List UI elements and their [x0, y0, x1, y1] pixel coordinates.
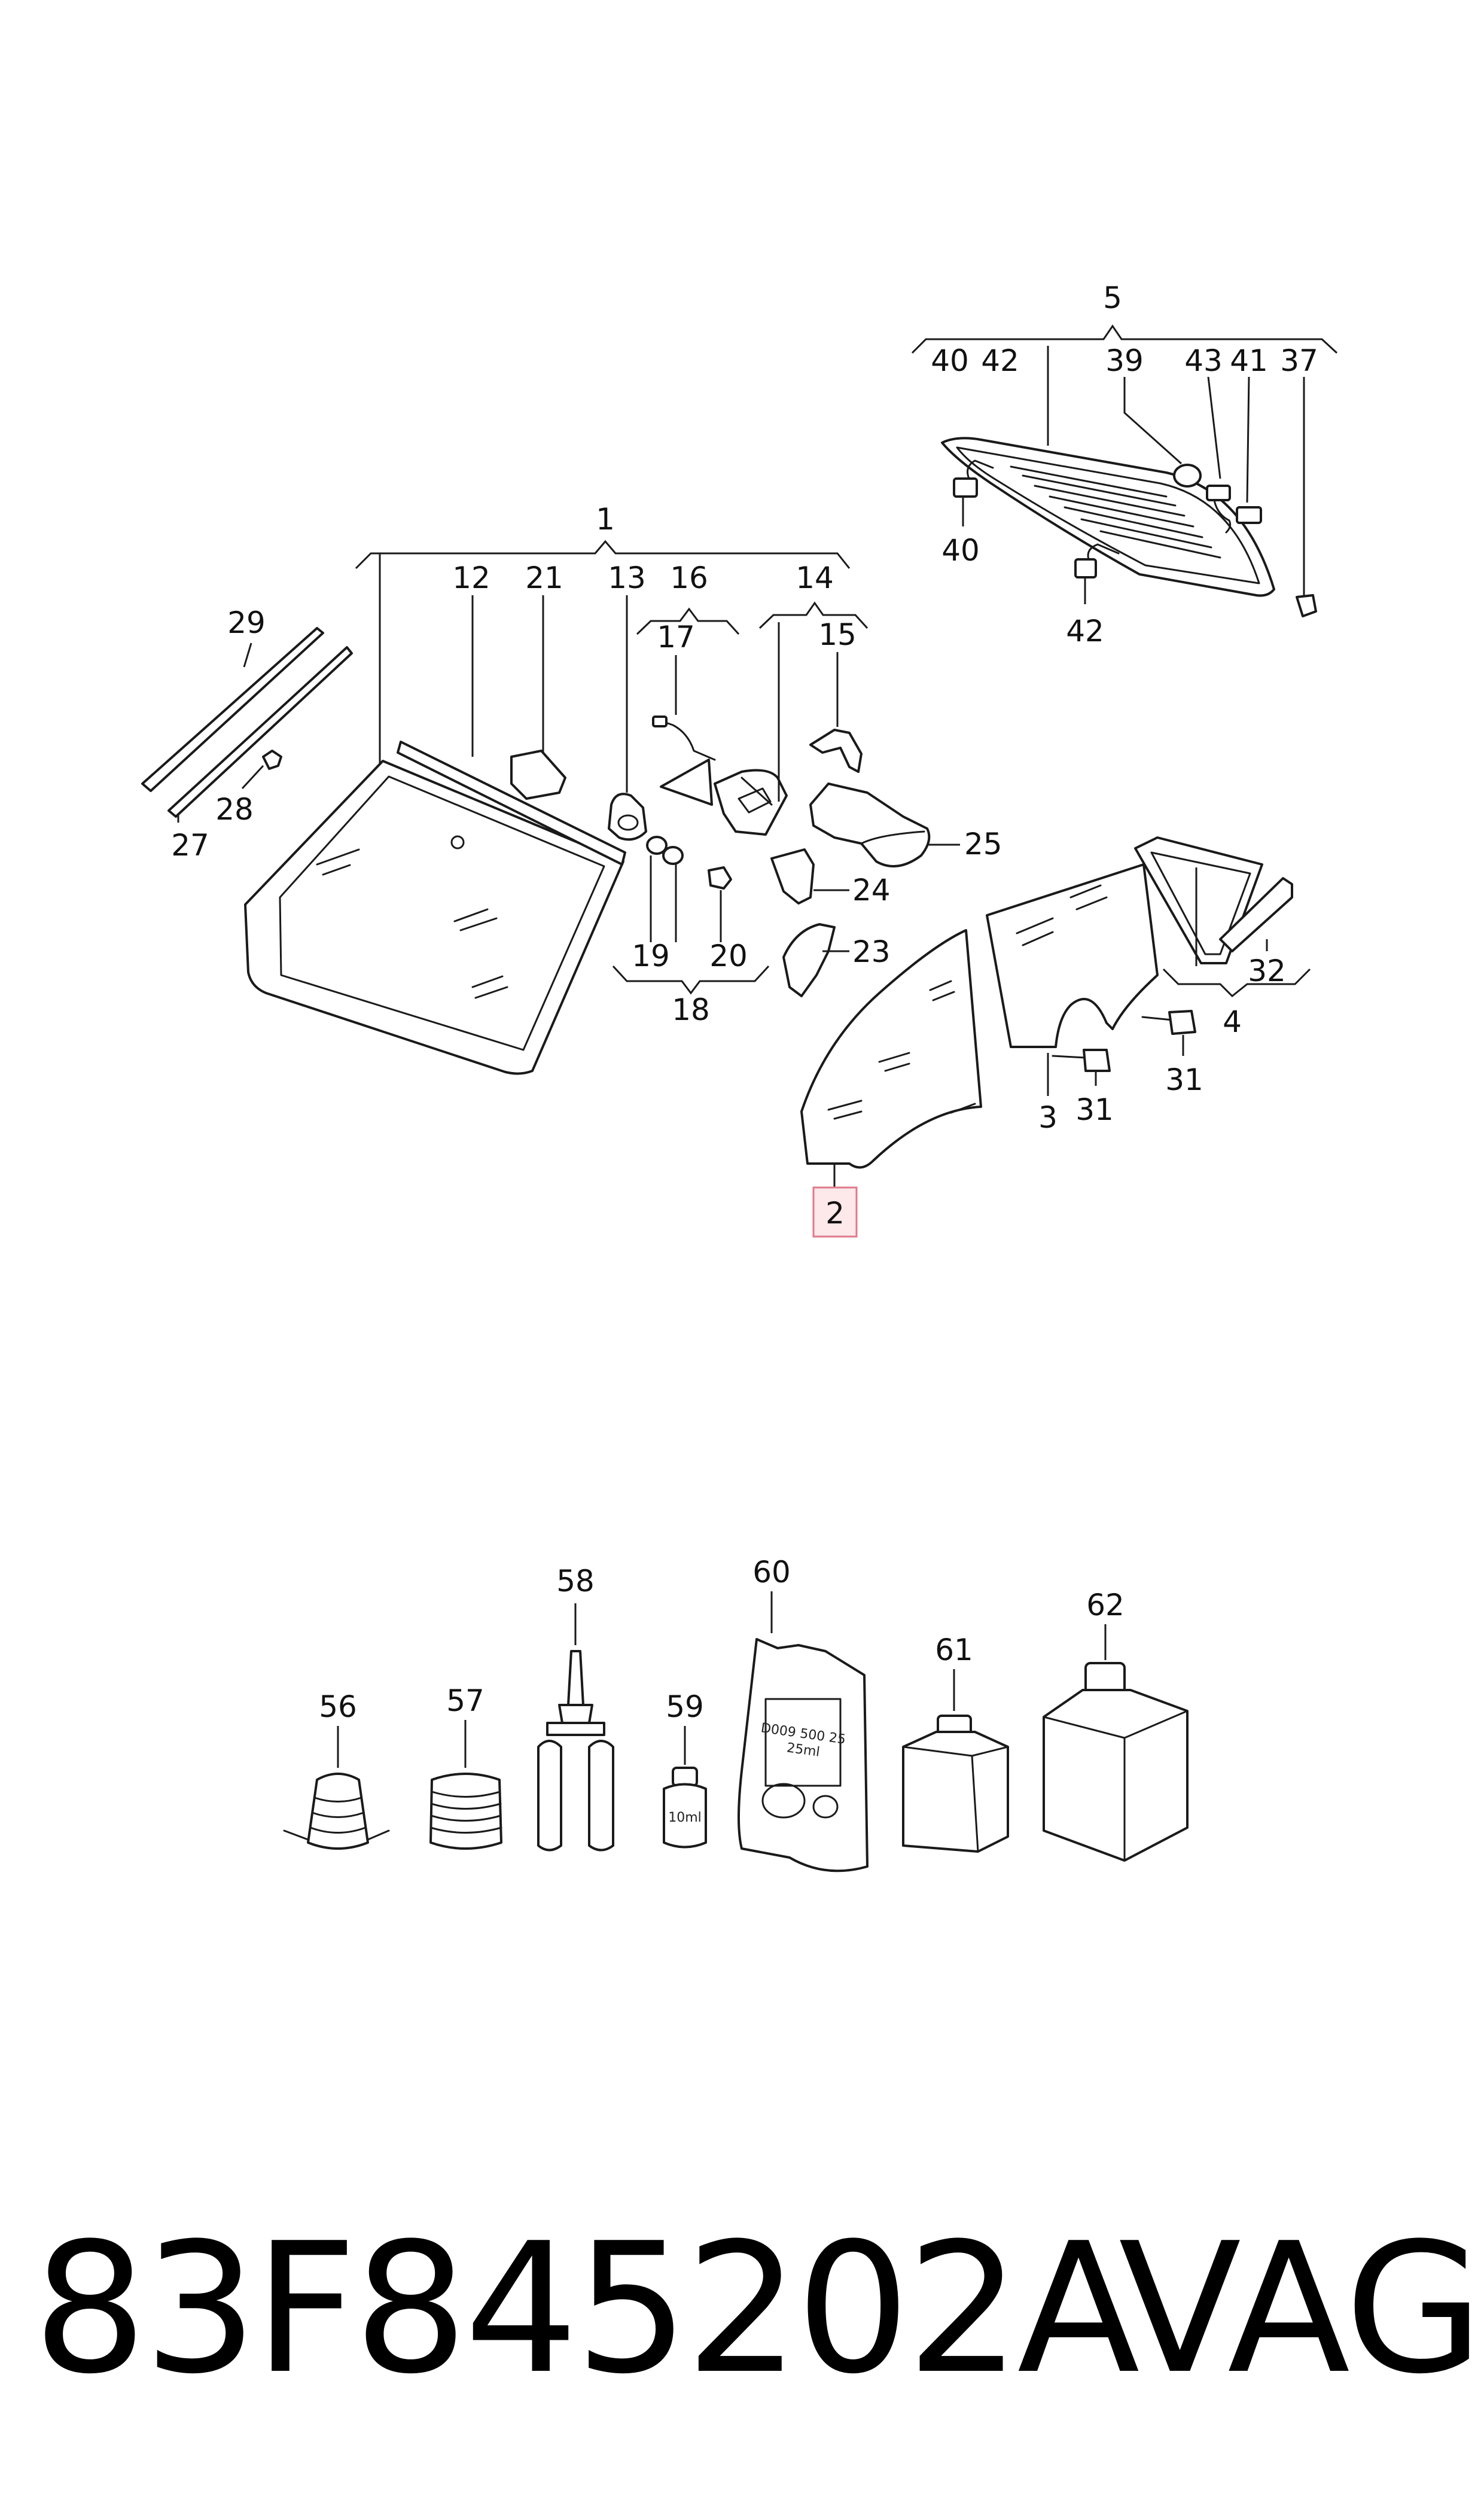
label-43[interactable]: 43 [1184, 343, 1223, 378]
windscreen-glass[interactable] [244, 760, 624, 1075]
pin-31b[interactable] [1168, 1010, 1196, 1035]
label-40-bottom[interactable]: 40 [941, 533, 980, 568]
cover-25[interactable] [809, 783, 931, 867]
label-13[interactable]: 13 [608, 561, 646, 595]
label-16[interactable]: 16 [670, 561, 708, 595]
label-27[interactable]: 27 [171, 828, 209, 863]
sensor-16a[interactable] [660, 759, 713, 806]
footer: 83F845202A VAG [0, 2202, 1484, 2417]
sensor-cable-17[interactable] [660, 720, 716, 761]
label-32[interactable]: 32 [1248, 954, 1286, 988]
label-61[interactable]: 61 [935, 1633, 973, 1667]
rear-door-glass-3[interactable] [986, 863, 1159, 1048]
seal-32[interactable] [1219, 877, 1293, 952]
label-59[interactable]: 59 [666, 1689, 704, 1724]
label-41[interactable]: 41 [1230, 343, 1268, 378]
clip-28[interactable] [262, 750, 282, 770]
front-door-glass-group: 2 [800, 929, 982, 1238]
label-19[interactable]: 19 [632, 939, 670, 973]
bracket-16 [636, 607, 740, 635]
cover-21[interactable] [510, 750, 566, 800]
pin-31a[interactable] [1083, 1049, 1111, 1072]
label-31b[interactable]: 31 [1165, 1062, 1203, 1097]
ring-19[interactable] [646, 836, 668, 855]
parts-diagram: 5 40 42 39 43 41 37 40 42 [141, 281, 1338, 1872]
label-14[interactable]: 14 [796, 561, 834, 595]
bottle-59[interactable] [663, 1783, 707, 1849]
label-39[interactable]: 39 [1105, 343, 1144, 378]
label-31a[interactable]: 31 [1075, 1092, 1114, 1127]
label-18[interactable]: 18 [672, 992, 710, 1027]
label-12[interactable]: 12 [452, 561, 490, 595]
label-21[interactable]: 21 [525, 561, 563, 595]
trim-strip-27[interactable] [167, 646, 353, 818]
label-60[interactable]: 60 [752, 1555, 791, 1590]
holder-20[interactable] [708, 866, 732, 890]
label-17[interactable]: 17 [657, 620, 695, 654]
bracket-18 [612, 965, 770, 995]
nozzle-58[interactable] [567, 1650, 584, 1706]
spiral-57[interactable] [429, 1773, 502, 1850]
cap-62[interactable] [1084, 1662, 1126, 1694]
label-29[interactable]: 29 [227, 605, 266, 640]
windscreen-inner [279, 775, 605, 1051]
label-25[interactable]: 25 [964, 827, 1002, 861]
brand-name: VAG [1119, 2205, 1483, 2413]
label-1[interactable]: 1 [596, 502, 615, 537]
label-62[interactable]: 62 [1086, 1588, 1125, 1622]
bracket-14 [758, 601, 869, 629]
clip-37[interactable] [1296, 594, 1317, 617]
label-2[interactable]: 2 [825, 1196, 845, 1231]
connector-43[interactable] [1206, 485, 1231, 501]
seal-strip-12[interactable] [397, 741, 626, 866]
label-42-top[interactable]: 42 [981, 343, 1019, 378]
bracket-4 [1162, 968, 1311, 998]
part-number: 83F845202A [33, 2205, 1140, 2413]
connector-42[interactable] [1074, 558, 1097, 578]
highlight-box-2 [812, 1186, 858, 1238]
label-42-bottom[interactable]: 42 [1066, 614, 1104, 648]
bottle-61[interactable] [902, 1731, 1009, 1853]
label-56[interactable]: 56 [319, 1689, 357, 1724]
ring-19b[interactable] [662, 846, 684, 865]
bracket-1 [355, 540, 851, 570]
connector-41[interactable] [1236, 506, 1262, 524]
bottle-59-text: 10ml [668, 1810, 702, 1825]
windscreen-group: 1 12 21 13 16 14 17 [141, 502, 1002, 1075]
cover-24[interactable] [770, 848, 815, 905]
canister-62[interactable] [1043, 1689, 1189, 1862]
label-5[interactable]: 5 [1103, 281, 1122, 315]
label-23[interactable]: 23 [852, 934, 891, 969]
spacer-56[interactable] [307, 1773, 369, 1850]
clip-15[interactable] [809, 729, 863, 773]
label-24[interactable]: 24 [852, 873, 891, 908]
label-20[interactable]: 20 [709, 939, 748, 973]
label-15[interactable]: 15 [818, 617, 857, 652]
label-3[interactable]: 3 [1038, 1100, 1058, 1135]
bracket-5 [911, 324, 1338, 354]
rear-door-glass-group: 3 4 32 31 31 [986, 836, 1311, 1135]
rear-window-inner [956, 446, 1260, 584]
cartridge-58a[interactable] [537, 1740, 562, 1852]
label-28[interactable]: 28 [215, 792, 254, 827]
cover-23[interactable] [782, 923, 836, 997]
front-door-glass[interactable] [800, 929, 982, 1169]
rear-window-group: 5 40 42 39 43 41 37 40 42 [911, 281, 1338, 648]
holder-13[interactable] [608, 793, 647, 841]
label-58[interactable]: 58 [556, 1564, 595, 1599]
adhesive-kit-row: 56 57 58 59 10ml 60 D009 500 25 25ml 6 [283, 1555, 1189, 1872]
trim-strip-29[interactable] [141, 627, 324, 792]
cartridge-58b[interactable] [588, 1740, 614, 1852]
label-4[interactable]: 4 [1223, 1004, 1242, 1039]
sensor-16b[interactable] [714, 769, 788, 836]
label-57[interactable]: 57 [446, 1683, 484, 1718]
label-40-top[interactable]: 40 [931, 343, 969, 378]
label-37[interactable]: 37 [1280, 343, 1318, 378]
grommet-39[interactable] [1173, 464, 1202, 488]
connector-40[interactable] [953, 477, 978, 498]
